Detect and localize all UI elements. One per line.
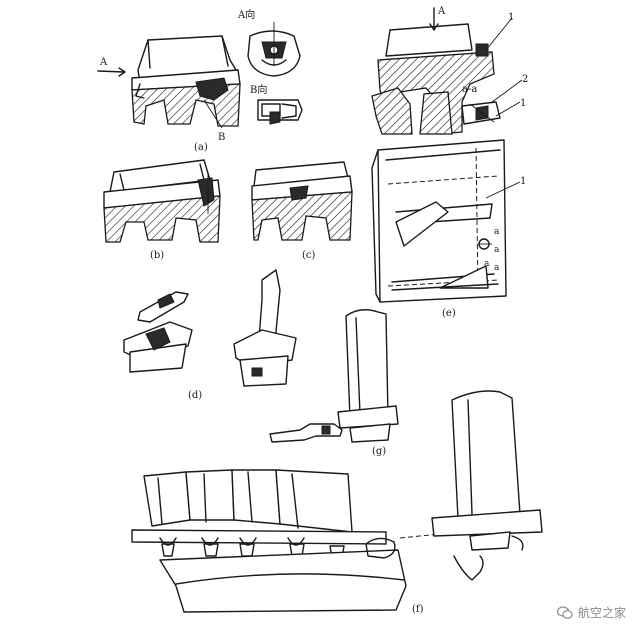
- leader-1b: [495, 101, 521, 117]
- label-g: (g): [372, 446, 386, 457]
- blade-platform-right: [233, 269, 297, 387]
- section-aa-detail: [461, 101, 501, 125]
- num-1b: 1: [520, 98, 526, 109]
- mark-b: B: [218, 132, 225, 143]
- watermark: 航空之家: [556, 604, 626, 621]
- disk-rim-f: [159, 549, 407, 613]
- damper-g: [269, 423, 343, 443]
- small-a4: a: [494, 263, 500, 273]
- diagram-a: A B (a) A向 B向: [97, 8, 303, 153]
- num-1c: 1: [520, 176, 526, 187]
- blade-row-f: [131, 469, 387, 545]
- label-d: (d): [188, 390, 202, 401]
- platform-left: [123, 321, 193, 373]
- leader-1c: [485, 181, 521, 199]
- diagram-d: (d): [123, 269, 297, 401]
- diagram-g: (g): [269, 309, 399, 457]
- view-a-detail: [247, 22, 301, 77]
- leader-1: [485, 17, 513, 51]
- blade-row-view: [371, 139, 507, 303]
- single-blade-f: [431, 390, 543, 581]
- label-e: (e): [442, 308, 456, 319]
- label-a: (a): [194, 142, 208, 153]
- section-label: a-a: [462, 84, 477, 95]
- label-c: (c): [302, 250, 316, 261]
- wechat-icon: [556, 605, 573, 619]
- num-1: 1: [508, 12, 514, 23]
- platform-g: [337, 405, 399, 429]
- arrow-a-line: [97, 70, 125, 73]
- section-a: [371, 23, 495, 135]
- small-a3: a: [484, 259, 490, 269]
- view-b-label: B向: [250, 83, 267, 96]
- arrow-a-label: A: [99, 57, 108, 68]
- b-leader: [203, 99, 223, 129]
- small-a2: a: [494, 245, 500, 255]
- diagram-f: (f): [131, 390, 543, 615]
- diagram-c: (c): [251, 161, 353, 261]
- diagram-e: A 1 a-a 2 1 1 a a: [371, 6, 528, 319]
- label-f: (f): [412, 604, 424, 615]
- diagram-b: (b): [103, 159, 221, 261]
- damper-piece: [137, 291, 189, 323]
- arrow-a-e-head: [429, 23, 439, 31]
- view-a-label: A向: [237, 8, 255, 21]
- label-b: (b): [150, 250, 164, 261]
- leader-2: [491, 79, 523, 103]
- arrow-a-e-label: A: [437, 6, 446, 17]
- small-a1: a: [494, 227, 500, 237]
- arrow-a-head: [118, 67, 126, 77]
- blade-g: [345, 309, 389, 419]
- num-2: 2: [522, 74, 528, 85]
- watermark-text: 航空之家: [577, 606, 626, 620]
- view-b-detail: [257, 99, 303, 125]
- disk-section-a: [131, 35, 241, 127]
